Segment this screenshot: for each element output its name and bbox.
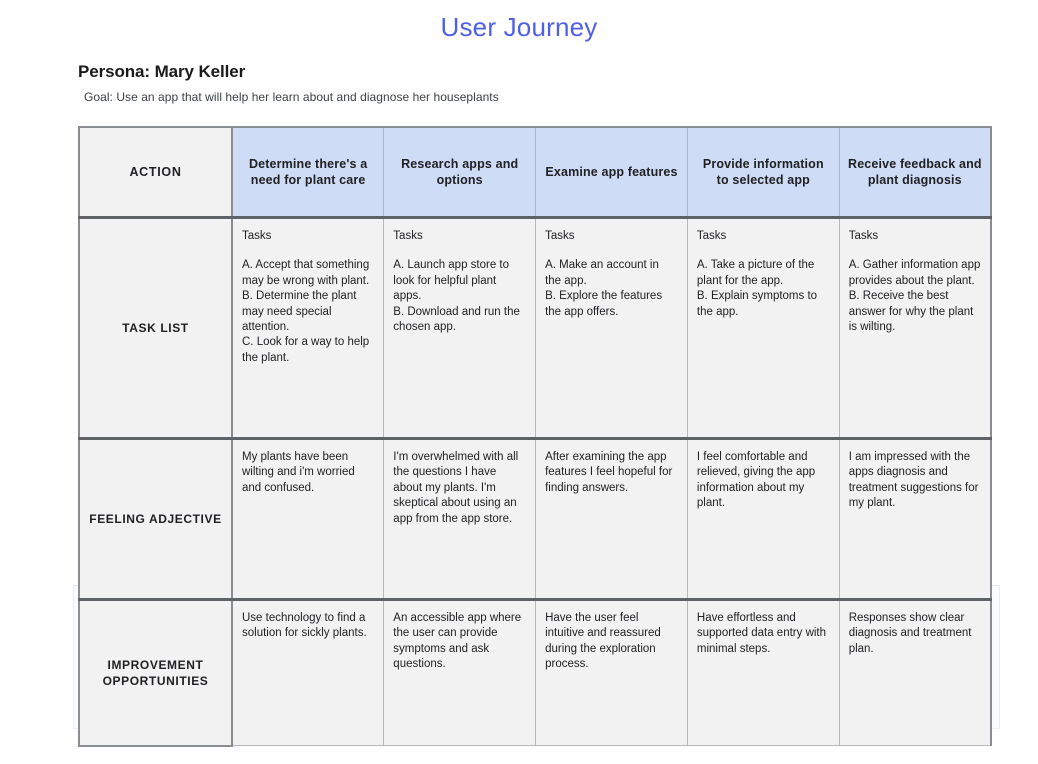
cell-task-list-stage-1: Tasks A. Accept that something may be wr… (231, 217, 385, 440)
cell-kicker-tasks: Tasks (242, 230, 272, 242)
row-label-task-list: TASK LIST (78, 217, 233, 440)
cell-text: Have the user feel intuitive and reassur… (545, 612, 661, 671)
row-label-improvement-opportunities: IMPROVEMENT OPPORTUNITIES (78, 599, 233, 747)
cell-text: I feel comfortable and relieved, giving … (696, 451, 816, 510)
table-header-row: ACTION Determine there's a need for plan… (78, 126, 992, 219)
cell-kicker-tasks: Tasks (696, 230, 727, 242)
row-label-feeling-adjective: FEELING ADJECTIVE (78, 438, 233, 601)
header-cell-stage-2: Research apps and options (383, 126, 537, 219)
cell-text: A. Accept that something may be wrong wi… (242, 259, 370, 364)
page-title: User Journey (440, 12, 598, 42)
row-label-text: IMPROVEMENT OPPORTUNITIES (102, 657, 209, 688)
cell-text: An accessible app where the user can pro… (393, 612, 522, 671)
cell-task-list-stage-2: Tasks A. Launch app store to look for he… (383, 217, 537, 440)
header-stage-2-label: Research apps and options (401, 157, 519, 187)
cell-text: I am impressed with the apps diagnosis a… (848, 451, 979, 510)
cell-text: I'm overwhelmed with all the questions I… (393, 451, 519, 525)
cell-text: My plants have been wilting and i'm worr… (242, 451, 355, 494)
header-stage-5-label: Receive feedback and plant diagnosis (848, 157, 982, 187)
cell-feeling-stage-2: I'm overwhelmed with all the questions I… (383, 438, 537, 601)
cell-text: Use technology to find a solution for si… (242, 612, 367, 640)
cell-task-list-stage-4: Tasks A. Take a picture of the plant for… (686, 217, 840, 440)
row-label-text: TASK LIST (122, 321, 189, 335)
cell-feeling-stage-3: After examining the app features I feel … (535, 438, 688, 601)
cell-improvement-stage-3: Have the user feel intuitive and reassur… (535, 599, 688, 746)
header-stage-3-label: Examine app features (545, 165, 678, 179)
cell-improvement-stage-4: Have effortless and supported data entry… (686, 599, 840, 746)
cell-improvement-stage-2: An accessible app where the user can pro… (383, 599, 537, 746)
cell-text: After examining the app features I feel … (545, 451, 673, 494)
cell-task-list-stage-3: Tasks A. Make an account in the app. B. … (535, 217, 688, 440)
cell-text: A. Gather information app provides about… (848, 259, 981, 334)
cell-kicker-tasks: Tasks (545, 230, 575, 242)
cell-improvement-stage-5: Responses show clear diagnosis and treat… (838, 599, 992, 746)
header-stage-1-label: Determine there's a need for plant care (248, 157, 368, 187)
cell-task-list-stage-5: Tasks A. Gather information app provides… (838, 217, 992, 440)
header-action-label: ACTION (129, 165, 182, 179)
cell-text: Have effortless and supported data entry… (696, 612, 827, 655)
cell-text: Responses show clear diagnosis and treat… (848, 612, 972, 655)
header-cell-stage-3: Examine app features (535, 126, 688, 219)
cell-text: A. Take a picture of the plant for the a… (696, 259, 818, 318)
user-journey-table: ACTION Determine there's a need for plan… (78, 126, 992, 747)
cell-feeling-stage-1: My plants have been wilting and i'm worr… (231, 438, 385, 601)
cell-text: A. Make an account in the app. B. Explor… (545, 259, 663, 318)
cell-text: A. Launch app store to look for helpful … (393, 259, 520, 334)
header-cell-stage-5: Receive feedback and plant diagnosis (838, 126, 992, 219)
cell-feeling-stage-4: I feel comfortable and relieved, giving … (686, 438, 840, 601)
table-row: IMPROVEMENT OPPORTUNITIES Use technology… (78, 599, 992, 747)
row-label-text: FEELING ADJECTIVE (89, 512, 222, 526)
table-row: FEELING ADJECTIVE My plants have been wi… (78, 438, 992, 601)
header-cell-action: ACTION (78, 126, 233, 219)
cell-improvement-stage-1: Use technology to find a solution for si… (231, 599, 385, 746)
persona-goal-text: Goal: Use an app that will help her lear… (84, 90, 499, 104)
cell-feeling-stage-5: I am impressed with the apps diagnosis a… (838, 438, 992, 601)
cell-kicker-tasks: Tasks (393, 230, 423, 242)
table-row: TASK LIST Tasks A. Accept that something… (78, 217, 992, 440)
cell-kicker-tasks: Tasks (848, 230, 879, 242)
header-cell-stage-4: Provide information to selected app (686, 126, 840, 219)
header-stage-4-label: Provide information to selected app (702, 157, 824, 187)
persona-heading: Persona: Mary Keller (78, 62, 246, 81)
header-cell-stage-1: Determine there's a need for plant care (231, 126, 385, 219)
